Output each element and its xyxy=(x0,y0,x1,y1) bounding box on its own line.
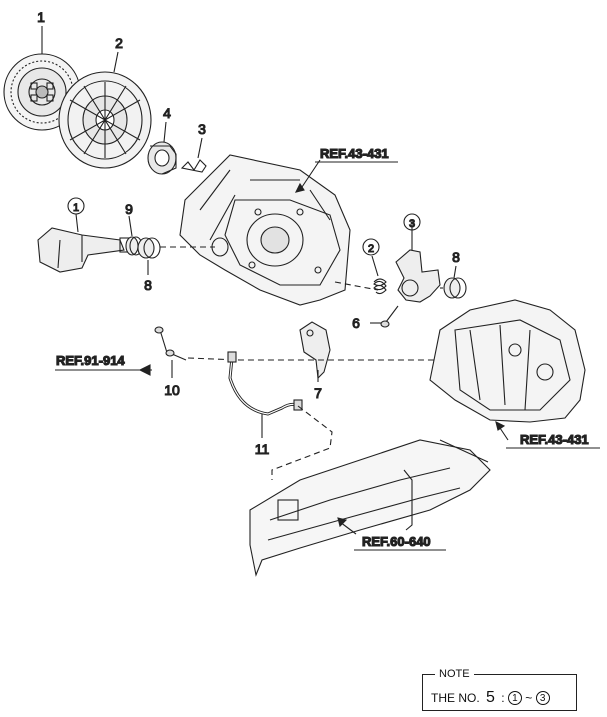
label-11: 11 xyxy=(255,441,270,457)
alignment-line-mount xyxy=(187,357,435,361)
label-10: 10 xyxy=(164,382,180,398)
note-number: 5 xyxy=(486,689,495,706)
ref-label-91-914: REF.91-914 xyxy=(56,353,125,368)
alignment-line-hose xyxy=(271,405,333,480)
leader-3 xyxy=(197,137,203,159)
transaxle-housing xyxy=(179,154,351,306)
bushing-8-right xyxy=(443,277,467,299)
callout-circle-3 xyxy=(403,213,421,231)
bracket-7 xyxy=(299,321,331,380)
hose-11 xyxy=(227,351,303,416)
pressure-plate xyxy=(58,71,152,169)
return-spring xyxy=(373,278,387,295)
leader-8-right xyxy=(453,265,457,279)
leader-c1 xyxy=(75,213,79,233)
callout-text-1: 1 xyxy=(73,202,79,214)
label-2: 2 xyxy=(115,35,123,51)
lower-body-panel xyxy=(249,439,491,577)
note-prefix: THE NO. xyxy=(431,691,480,705)
leader-c2 xyxy=(371,255,379,277)
note-title: NOTE xyxy=(435,667,474,681)
retainer-clip xyxy=(180,159,207,173)
callout-text-3: 3 xyxy=(409,218,415,230)
note-range-start: 1 xyxy=(507,691,522,705)
release-fork-shaft xyxy=(37,227,131,273)
label-7: 7 xyxy=(314,385,322,401)
rear-transaxle-unit xyxy=(429,299,586,423)
release-fork xyxy=(395,220,441,303)
bolt-10 xyxy=(165,349,187,361)
label-1: 1 xyxy=(37,9,45,25)
clutch-disc xyxy=(3,53,81,131)
ref-label-right: REF.43-431 xyxy=(520,432,589,447)
alignment-line-spring xyxy=(334,281,379,291)
note-text: THE NO. 5 : 1 ~ 3 xyxy=(431,689,550,707)
callout-text-2: 2 xyxy=(368,243,374,255)
label-9: 9 xyxy=(125,201,133,217)
callout-circle-1 xyxy=(67,197,85,215)
ref-arrow-right xyxy=(499,427,509,441)
leader-2 xyxy=(113,51,119,73)
note-range-end: 3 xyxy=(535,691,550,705)
label-3: 3 xyxy=(198,121,206,137)
release-bearing xyxy=(147,141,177,175)
note-box: NOTE THE NO. 5 : 1 ~ 3 xyxy=(422,667,577,711)
callout-circle-2 xyxy=(362,238,380,256)
label-4: 4 xyxy=(163,105,171,121)
ref-label-60-640: REF.60-640 xyxy=(362,534,431,549)
label-8-right: 8 xyxy=(452,249,460,265)
ref-label-top: REF.43-431 xyxy=(320,146,389,161)
label-6: 6 xyxy=(352,315,360,331)
leader-9 xyxy=(128,215,133,237)
leader-4 xyxy=(163,121,167,143)
ref-arrow-top xyxy=(299,159,321,191)
note-colon: : xyxy=(501,691,505,705)
label-8-left: 8 xyxy=(144,277,152,293)
bushing-8-left xyxy=(137,237,161,259)
note-tilde: ~ xyxy=(525,691,533,705)
fork-bolt xyxy=(380,305,399,328)
